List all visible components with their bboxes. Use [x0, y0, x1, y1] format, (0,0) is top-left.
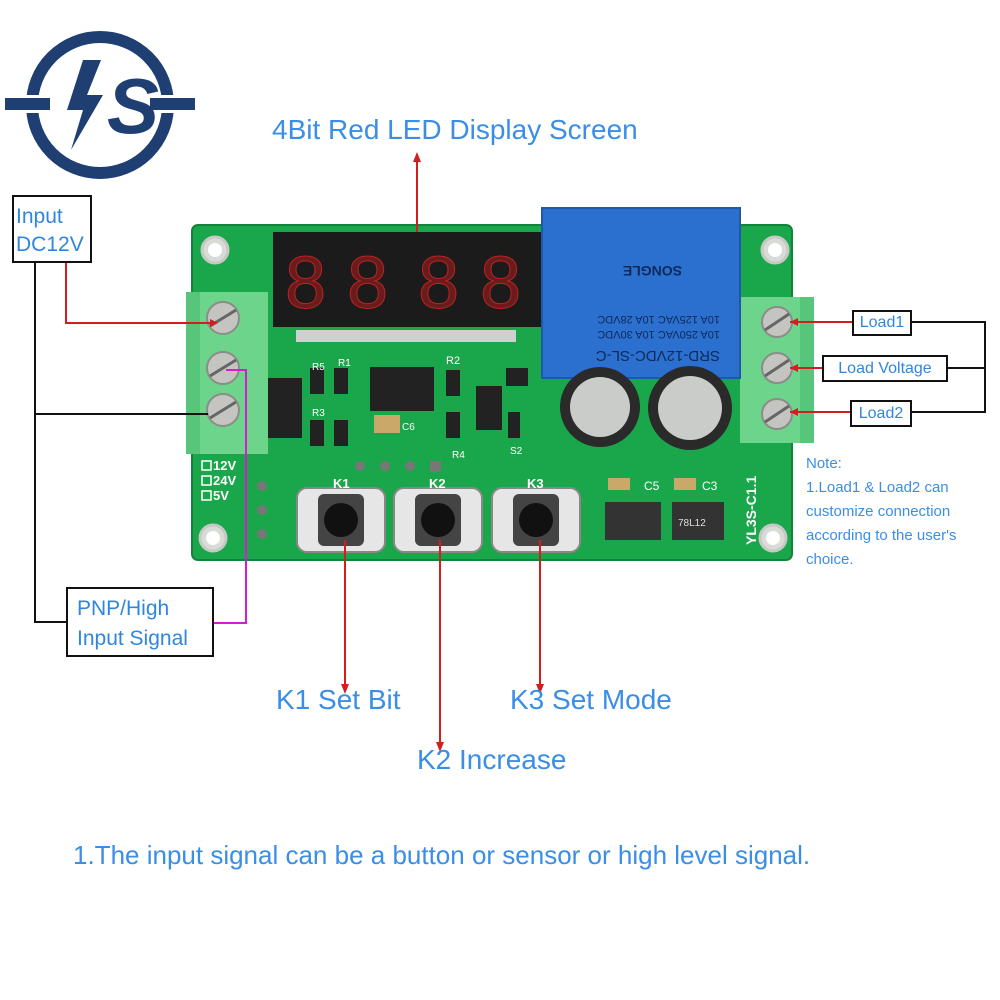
- k2-label: K2 Increase: [417, 744, 567, 775]
- svg-text:10A 250VAC 10A 30VDC: 10A 250VAC 10A 30VDC: [597, 328, 720, 340]
- load-voltage-box: Load Voltage: [822, 355, 948, 382]
- load2-label: Load2: [858, 405, 904, 422]
- silk-12v: 12V: [213, 458, 236, 473]
- note-title: Note:: [806, 455, 842, 472]
- display-label: 4Bit Red LED Display Screen: [272, 114, 638, 145]
- silk-model: YL3S-C1.1: [743, 476, 759, 545]
- silk-k1: K1: [333, 476, 350, 491]
- input-dc-box: Input DC12V: [12, 195, 92, 263]
- silk-r1: R1: [338, 358, 351, 369]
- svg-text:8: 8: [418, 241, 459, 324]
- note-block: Note: 1.Load1 & Load2 can customize conn…: [806, 452, 956, 572]
- pnp-line1: PNP/High: [77, 597, 170, 620]
- pnp-wire: [214, 369, 247, 624]
- load1-label: Load1: [859, 314, 905, 331]
- note-line4: choice.: [806, 551, 854, 568]
- svg-text:10A 125VAC 10A 28VDC: 10A 125VAC 10A 28VDC: [597, 313, 720, 325]
- silk-r5: R5: [312, 362, 325, 373]
- silk-24v: 24V: [213, 473, 236, 488]
- regulator: [672, 502, 724, 540]
- silk-k2: K2: [429, 476, 446, 491]
- svg-text:8: 8: [480, 241, 521, 324]
- note-line1: 1.Load1 & Load2 can: [806, 479, 949, 496]
- note-line2: customize connection: [806, 503, 951, 520]
- silk-c5: C5: [644, 479, 660, 493]
- note-line3: according to the user's: [806, 527, 957, 544]
- chip: [268, 378, 302, 438]
- led-display: [273, 232, 543, 327]
- chip: [370, 367, 434, 411]
- silk-k3: K3: [527, 476, 544, 491]
- svg-text:SRD-12VDC-SL-C: SRD-12VDC-SL-C: [596, 347, 720, 364]
- footer-note: 1.The input signal can be a button or se…: [73, 840, 811, 870]
- k1-label: K1 Set Bit: [276, 684, 401, 715]
- load2-box: Load2: [850, 400, 912, 427]
- silk-c6: C6: [402, 422, 415, 433]
- svg-text:SONGLE: SONGLE: [623, 263, 682, 279]
- svg-text:8: 8: [347, 241, 388, 324]
- input-dc-line2: DC12V: [16, 233, 84, 256]
- k3-label: K3 Set Mode: [510, 684, 672, 715]
- silk-reg: 78L12: [678, 518, 706, 529]
- brand-logo: S: [5, 31, 195, 179]
- silk-r4: R4: [452, 450, 465, 461]
- svg-text:8: 8: [285, 241, 326, 324]
- pnp-input-box: PNP/High Input Signal: [66, 587, 214, 657]
- load1-box: Load1: [852, 310, 912, 336]
- pnp-line2: Input Signal: [77, 627, 188, 650]
- silk-5v: 5V: [213, 488, 229, 503]
- silk-c3: C3: [702, 479, 718, 493]
- regulator: [605, 502, 661, 540]
- relay: [541, 207, 741, 379]
- input-dc-line1: Input: [16, 205, 63, 228]
- load-voltage-label: Load Voltage: [838, 360, 932, 377]
- silk-r3: R3: [312, 408, 325, 419]
- silk-r2: R2: [446, 355, 460, 367]
- silk-s2: S2: [510, 446, 523, 457]
- logo-letter: S: [107, 62, 159, 150]
